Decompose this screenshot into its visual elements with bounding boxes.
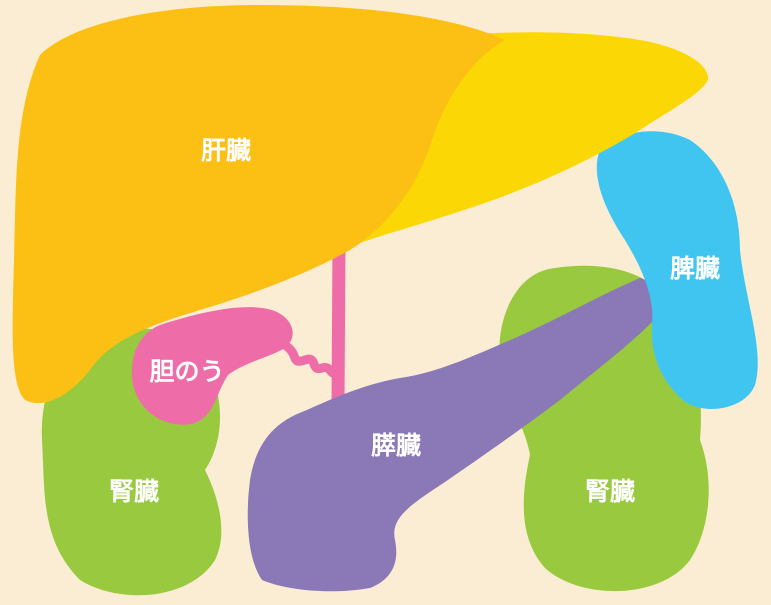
kidney-left-label: 腎臓 [109, 477, 159, 506]
gallbladder-label: 胆のう [149, 357, 224, 386]
bile-duct-shape [331, 233, 346, 412]
liver-right-lobe-shape [12, 5, 505, 404]
cystic-duct-shape [280, 340, 343, 378]
gallbladder-shape [131, 307, 293, 425]
pancreas-label: 膵臓 [371, 431, 421, 460]
liver-label: 肝臓 [201, 136, 251, 165]
pancreas-shape [247, 278, 658, 592]
kidney-right-label: 腎臓 [585, 477, 635, 506]
spleen-shape [596, 131, 758, 409]
spleen-label: 脾臓 [670, 254, 720, 283]
